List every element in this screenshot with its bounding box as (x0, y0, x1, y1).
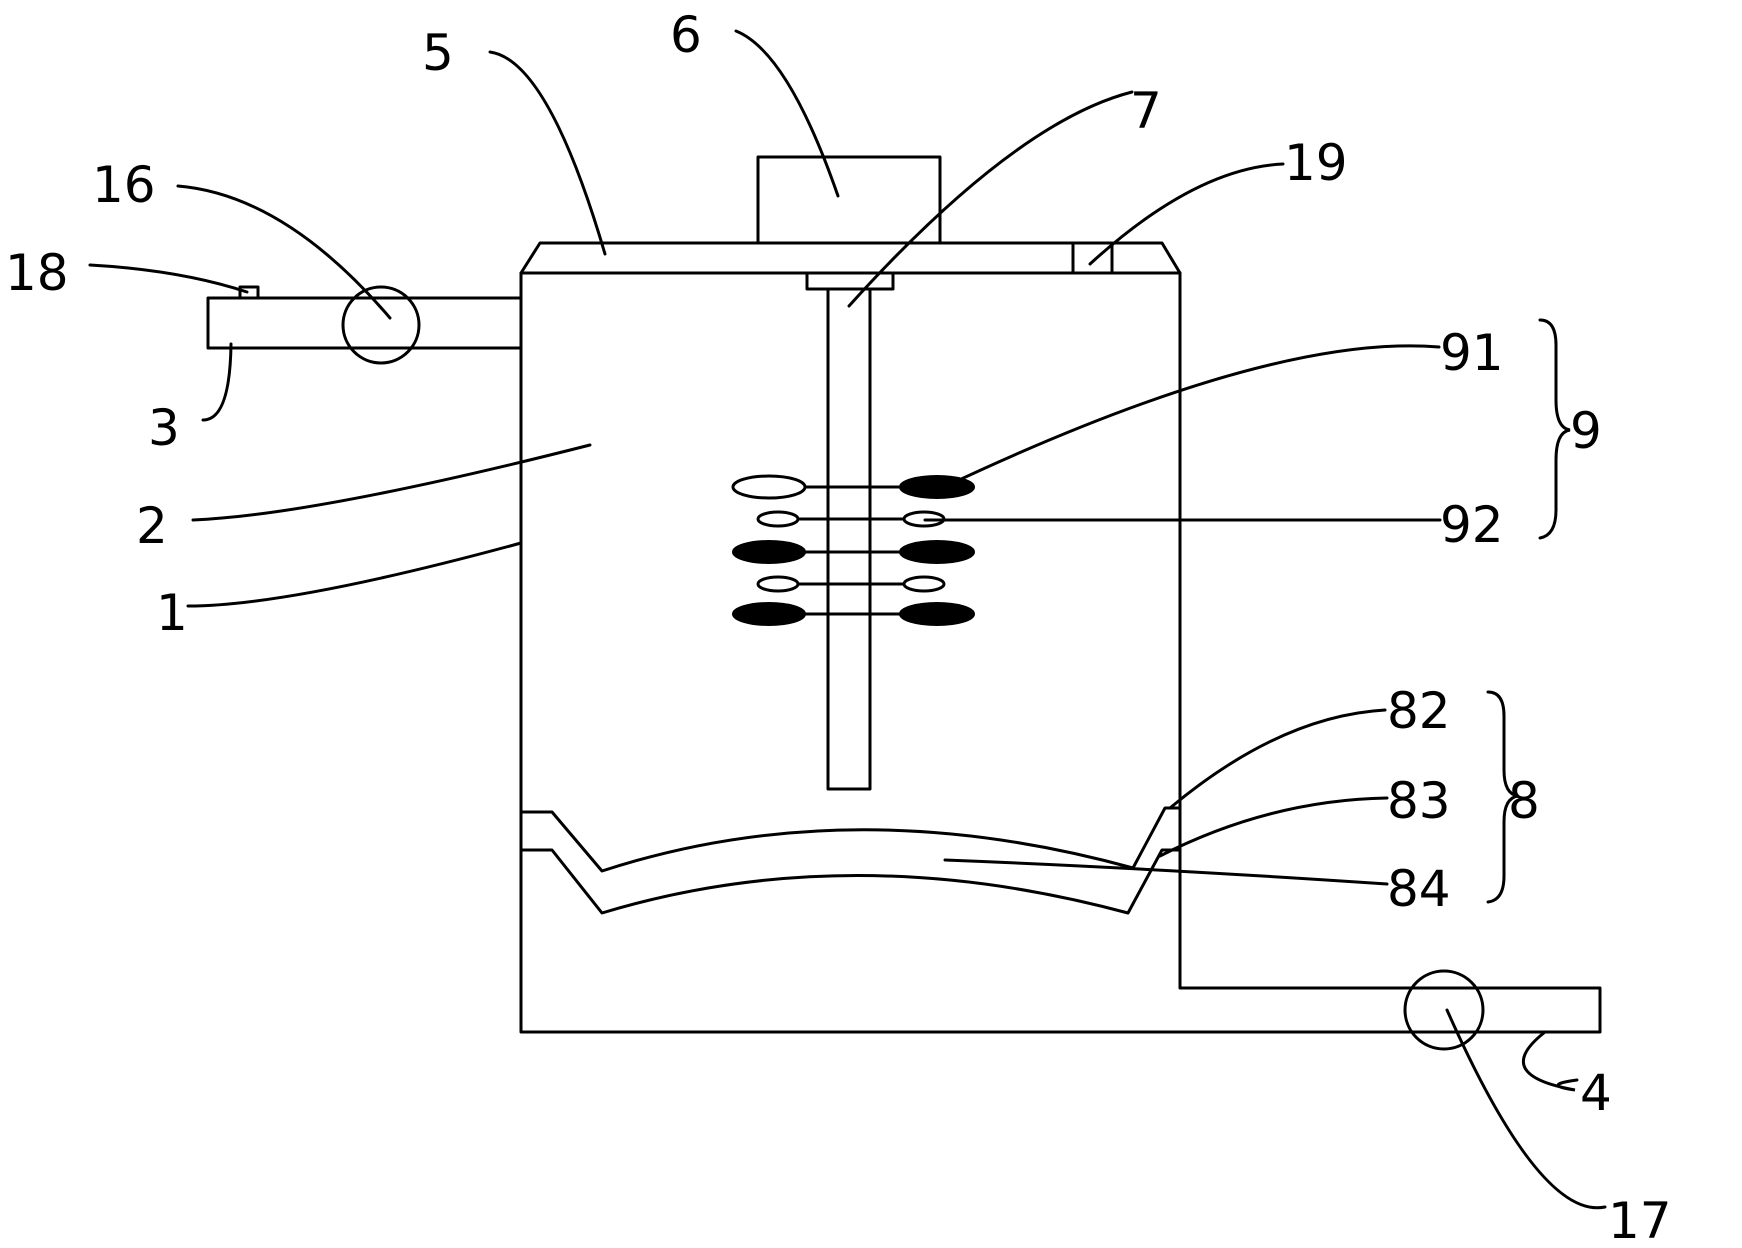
motor (756, 155, 942, 245)
label-82: 82 (1387, 682, 1451, 740)
lid-opening (1071, 241, 1114, 275)
blade-left (756, 510, 800, 528)
blade-left (732, 602, 806, 626)
label-9: 9 (1570, 402, 1602, 460)
blade-row-4 (756, 575, 946, 593)
leader-7 (847, 90, 1134, 308)
label-8: 8 (1508, 772, 1540, 830)
leader-17 (1445, 1008, 1607, 1210)
label-1: 1 (156, 584, 188, 642)
leader-4 (1521, 1030, 1579, 1092)
leader-91 (940, 344, 1441, 490)
inlet-valve (341, 285, 421, 365)
leader-83 (1158, 796, 1389, 858)
outlet-valve (1403, 969, 1485, 1051)
blade-row-2 (756, 510, 946, 528)
blade-row-1 (731, 474, 975, 500)
leader-18 (88, 263, 249, 294)
label-5: 5 (422, 24, 454, 82)
filter-lower-plate (519, 848, 1182, 915)
label-4: 4 (1580, 1064, 1612, 1122)
stirring-shaft (826, 287, 872, 791)
filter-upper-plate (519, 806, 1182, 873)
leader-82 (1168, 708, 1387, 810)
leader-3 (201, 342, 233, 422)
leader-16 (176, 184, 392, 320)
leader-84 (943, 858, 1389, 886)
blade-left (756, 575, 800, 593)
tank-lid (519, 241, 1182, 275)
leader-5 (488, 50, 607, 256)
blade-left (732, 540, 806, 564)
leader-2 (191, 443, 592, 522)
bracket-8 (1486, 690, 1519, 904)
label-83: 83 (1387, 772, 1451, 830)
blade-left (731, 474, 807, 500)
label-16: 16 (92, 156, 156, 214)
label-91: 91 (1440, 324, 1504, 382)
label-84: 84 (1387, 860, 1451, 918)
label-17: 17 (1608, 1192, 1672, 1243)
leader-19 (1088, 162, 1285, 266)
bracket-9 (1538, 318, 1571, 540)
tank-body (519, 271, 1602, 1034)
inlet-pipe (206, 296, 523, 350)
label-18: 18 (5, 244, 69, 302)
label-92: 92 (1440, 496, 1504, 554)
leader-6 (734, 29, 840, 198)
blade-right (899, 540, 975, 564)
blade-row-3 (732, 540, 975, 564)
blade-right (902, 575, 946, 593)
shaft-mount (805, 271, 895, 291)
label-7: 7 (1130, 82, 1162, 140)
leader-1 (186, 541, 523, 608)
blade-row-5 (732, 602, 975, 626)
label-19: 19 (1284, 134, 1348, 192)
blade-right (899, 602, 975, 626)
label-6: 6 (670, 6, 702, 64)
inlet-sensor (238, 285, 260, 300)
label-2: 2 (136, 497, 168, 555)
label-3: 3 (148, 399, 180, 457)
